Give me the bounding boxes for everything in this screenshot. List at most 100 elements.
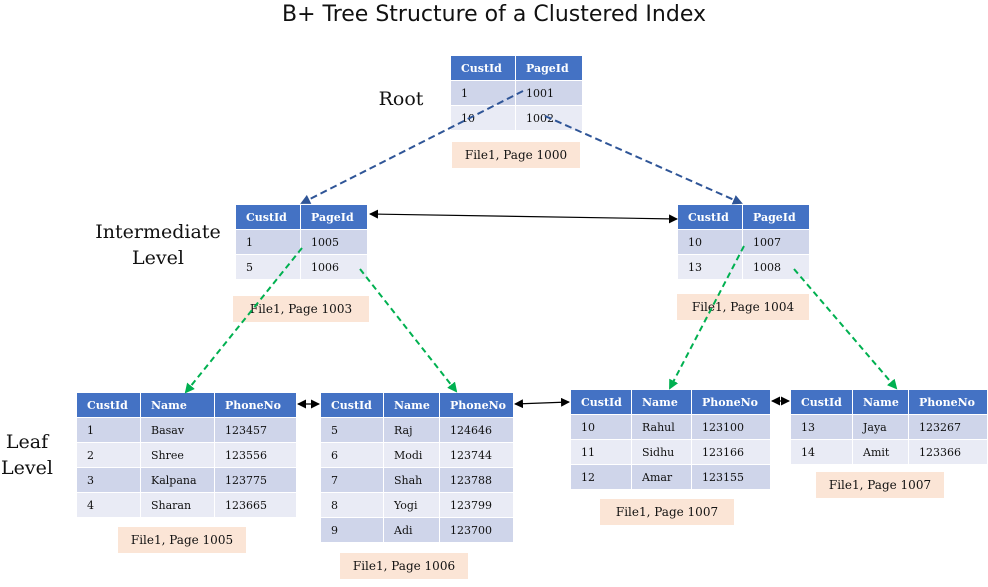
leaf-node-4-page-label: File1, Page 1007 <box>816 472 944 498</box>
leaf1-cell: Shree <box>140 442 215 468</box>
level-label-intermediate: Intermediate Level <box>80 219 236 271</box>
root-cell: 1002 <box>515 105 583 131</box>
root-header-custid: CustId <box>450 55 516 81</box>
leaf1-cell: 123556 <box>214 442 297 468</box>
leaf1-header-custid: CustId <box>76 392 141 418</box>
root-cell: 10 <box>450 105 516 131</box>
level-label-leaf-line2: Level <box>1 457 53 479</box>
int-right-cell: 13 <box>677 254 743 280</box>
intermediate-pointer-1008-arrow <box>793 268 898 390</box>
level-label-leaf-line1: Leaf <box>5 431 49 453</box>
leaf2-header-custid: CustId <box>320 392 384 418</box>
leaf2-cell: Shah <box>383 467 440 493</box>
leaf3-header-phoneno: PhoneNo <box>691 389 771 415</box>
leaf2-cell: 6 <box>320 442 384 468</box>
leaf3-cell: 123100 <box>691 414 771 440</box>
leaf2-cell: 7 <box>320 467 384 493</box>
leaf3-header-name: Name <box>631 389 692 415</box>
int-right-cell: 1007 <box>742 229 810 255</box>
int-left-cell: 1005 <box>300 229 368 255</box>
leaf1-cell: 4 <box>76 492 141 518</box>
intermediate-pointer-1006-arrow <box>359 268 458 393</box>
leaf2-header-phoneno: PhoneNo <box>439 392 514 418</box>
leaf3-cell: Amar <box>631 464 692 490</box>
leaf4-cell: 123366 <box>908 439 988 465</box>
root-pointer-1002-arrow <box>544 115 743 205</box>
leaf1-cell: 123665 <box>214 492 297 518</box>
leaf4-header-custid: CustId <box>790 389 853 415</box>
leaf3-header-custid: CustId <box>570 389 632 415</box>
leaf4-cell: Amit <box>852 439 909 465</box>
table-row: 101002 <box>450 105 583 131</box>
leaf2-cell: Yogi <box>383 492 440 518</box>
leaf3-cell: 12 <box>570 464 632 490</box>
int-right-cell: 10 <box>677 229 743 255</box>
intermediate-pointer-1007-arrow <box>669 245 745 390</box>
root-pointer-1001-arrow <box>300 90 524 204</box>
leaf4-header-phoneno: PhoneNo <box>908 389 988 415</box>
intermediate-right-page-label: File1, Page 1004 <box>677 294 809 320</box>
leaf-node-2-page-label: File1, Page 1006 <box>340 553 468 579</box>
leaf1-cell: 1 <box>76 417 141 443</box>
leaf-node-1-page-label: File1, Page 1005 <box>118 527 246 553</box>
leaf4-header-name: Name <box>852 389 909 415</box>
leaf2-cell: Adi <box>383 517 440 543</box>
leaf2-cell: 123788 <box>439 467 514 493</box>
leaf3-cell: 123155 <box>691 464 771 490</box>
int-right-cell: 1008 <box>742 254 810 280</box>
leaf2-cell: 124646 <box>439 417 514 443</box>
level-label-root: Root <box>368 86 434 112</box>
intermediate-sibling-link <box>369 209 678 224</box>
leaf1-cell: Basav <box>140 417 215 443</box>
int-left-header-pageid: PageId <box>300 204 368 230</box>
leaf3-cell: Rahul <box>631 414 692 440</box>
root-header-pageid: PageId <box>515 55 583 81</box>
int-left-cell: 5 <box>235 254 301 280</box>
root-page-label: File1, Page 1000 <box>452 142 580 168</box>
intermediate-pointer-1005-arrow <box>184 247 303 394</box>
leaf1-cell: Sharan <box>140 492 215 518</box>
level-label-intermediate-line1: Intermediate <box>95 221 221 243</box>
int-left-cell: 1006 <box>300 254 368 280</box>
diagram-title: B+ Tree Structure of a Clustered Index <box>281 2 706 27</box>
level-label-leaf: Leaf Level <box>0 429 54 481</box>
leaf3-cell: 123166 <box>691 439 771 465</box>
leaf4-cell: 14 <box>790 439 853 465</box>
leaf-node-3-page-label: File1, Page 1007 <box>600 499 734 525</box>
leaf1-cell: 2 <box>76 442 141 468</box>
leaf3-cell: 11 <box>570 439 632 465</box>
leaf3-cell: 10 <box>570 414 632 440</box>
leaf2-cell: 123799 <box>439 492 514 518</box>
leaf-sibling-link-2-3 <box>514 397 570 409</box>
leaf1-cell: 123457 <box>214 417 297 443</box>
leaf2-cell: 5 <box>320 417 384 443</box>
int-right-header-custid: CustId <box>677 204 743 230</box>
leaf1-cell: 3 <box>76 467 141 493</box>
root-cell: 1 <box>450 80 516 106</box>
leaf2-cell: 123700 <box>439 517 514 543</box>
